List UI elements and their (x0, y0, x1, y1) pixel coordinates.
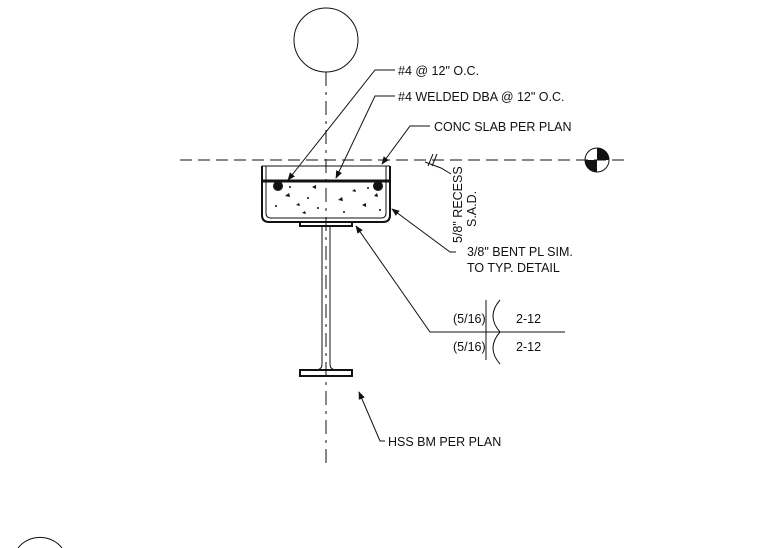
note-hss: HSS BM PER PLAN (388, 435, 501, 449)
partial-title-bubble (17, 536, 63, 548)
beam-bottom-flange (299, 369, 353, 377)
weld-size-bottom: (5/16) (453, 340, 486, 354)
beam-top-flange (299, 221, 353, 227)
svg-text:5/8" RECESS: 5/8" RECESS (451, 166, 465, 243)
rebar-dot-right (373, 181, 383, 191)
note-rebar: #4 @ 12" O.C. (398, 64, 479, 78)
weld-length-bottom: 2-12 (516, 340, 541, 354)
grid-bubble (293, 7, 359, 73)
leader-slab (381, 125, 430, 165)
concrete-hatch (275, 185, 381, 214)
note-slab: CONC SLAB PER PLAN (434, 120, 572, 134)
note-dba: #4 WELDED DBA @ 12" O.C. (398, 90, 565, 104)
leader-rebar (287, 69, 395, 181)
leader-weld (355, 225, 450, 333)
elevation-marker-icon (584, 147, 610, 173)
leader-dba (335, 95, 395, 179)
svg-text:S.A.D.: S.A.D. (465, 191, 479, 227)
leader-bent-plate (391, 208, 456, 253)
weld-size-top: (5/16) (453, 312, 486, 326)
leader-hss (358, 391, 385, 442)
note-recess: 5/8" RECESS S.A.D. (451, 166, 479, 243)
note-bent-plate-line1: 3/8" BENT PL SIM. (467, 245, 573, 259)
leader-recess (424, 161, 452, 175)
note-bent-plate-line2: TO TYP. DETAIL (467, 261, 560, 275)
weld-length-top: 2-12 (516, 312, 541, 326)
rebar-dot-left (273, 181, 283, 191)
weld-symbol (450, 299, 565, 365)
break-mark-icon (427, 153, 438, 167)
